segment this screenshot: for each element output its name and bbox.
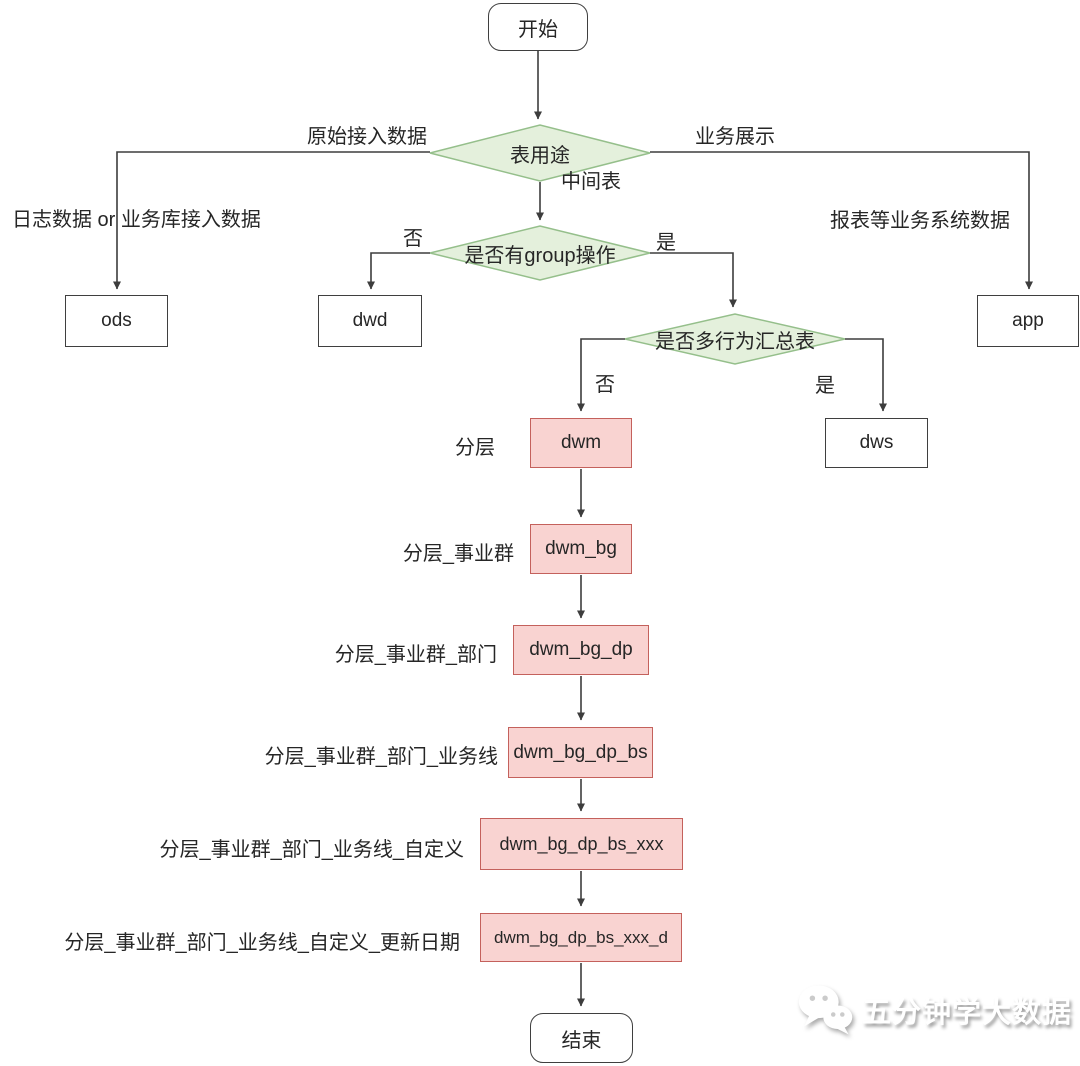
edge-label-multi-no: 否	[595, 374, 615, 396]
edge-label-raw-ingest: 原始接入数据	[307, 126, 427, 148]
watermark: 五分钟学大数据	[797, 983, 1072, 1037]
dws-node: dws	[825, 418, 928, 468]
edge-table-usage-to-app	[650, 151, 1033, 290]
dwm-bg-dp-bs-node: dwm_bg_dp_bs	[508, 727, 653, 778]
edge-label-biz-display: 业务展示	[695, 126, 775, 148]
dwm-bg-dp-bs-xxx-node: dwm_bg_dp_bs_xxx	[480, 818, 683, 870]
start-node: 开始	[488, 3, 588, 51]
edge-label-middle-table: 中间表	[561, 171, 621, 193]
row-label-layer: 分层	[455, 437, 495, 459]
edge-multi-behavior-to-dws	[845, 338, 887, 412]
decision-multi-behavior-label: 是否多行为汇总表	[655, 330, 815, 353]
row-label-layer-bg-dp-bs: 分层_事业群_部门_业务线	[264, 746, 498, 768]
edge-has-group-to-dwd	[367, 252, 430, 290]
dwm-bg-node: dwm_bg	[530, 524, 632, 574]
dwm-bg-dp-bs-xxx-d-node: dwm_bg_dp_bs_xxx_d	[480, 913, 682, 962]
decision-has-group-label: 是否有group操作	[464, 244, 616, 267]
decision-table-usage-shape	[429, 124, 651, 182]
watermark-text: 五分钟学大数据	[862, 997, 1073, 1029]
edge-multi-behavior-to-dwm	[577, 338, 625, 412]
edge-label-multi-yes: 是	[815, 375, 835, 397]
row-label-layer-bg-dp: 分层_事业群_部门	[334, 644, 497, 666]
row-label-layer-bg: 分层_事业群	[402, 543, 514, 565]
dwm-node: dwm	[530, 418, 632, 468]
dwm-bg-dp-node: dwm_bg_dp	[513, 625, 649, 675]
row-label-layer-bg-dp-bs-xxx: 分层_事业群_部门_业务线_自定义	[159, 839, 465, 861]
edge-has-group-to-multi-behavior	[650, 252, 737, 308]
edge-label-log-or-bizdb: 日志数据 or 业务库接入数据	[12, 209, 261, 231]
wechat-icon	[798, 985, 853, 1035]
decision-table-usage-label: 表用途	[510, 144, 570, 167]
row-label-layer-bg-dp-bs-xxx-d: 分层_事业群_部门_业务线_自定义_更新日期	[64, 932, 460, 954]
ods-node: ods	[65, 295, 168, 347]
edge-label-group-yes: 是	[656, 232, 676, 254]
edge-label-report-system: 报表等业务系统数据	[830, 210, 1010, 232]
app-node: app	[977, 295, 1079, 347]
end-node: 结束	[530, 1013, 633, 1063]
edge-table-usage-to-ods	[113, 151, 430, 290]
edge-label-group-no: 否	[403, 228, 423, 250]
dwd-node: dwd	[318, 295, 422, 347]
